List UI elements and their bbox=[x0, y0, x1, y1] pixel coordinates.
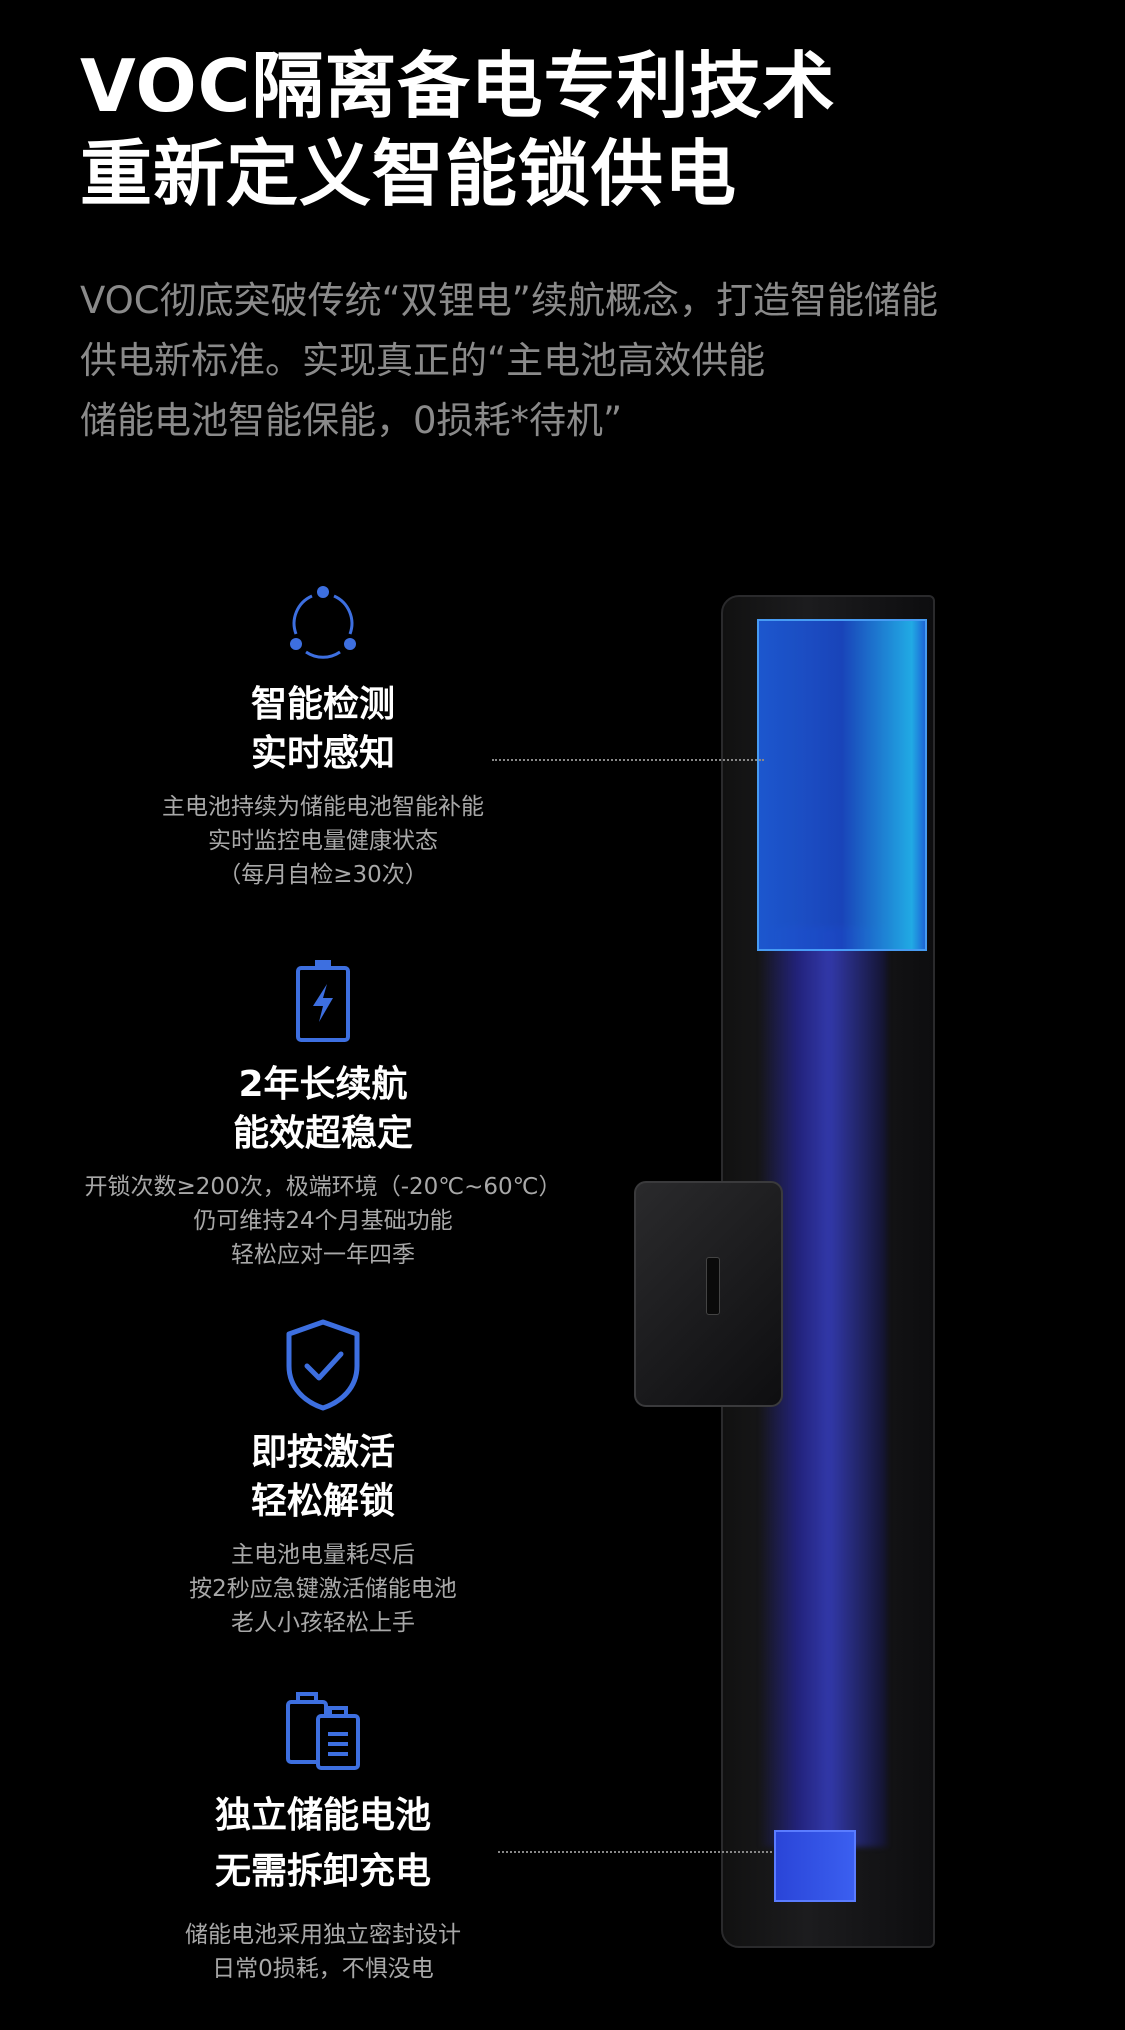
intro-line-3: 储能电池智能保能，0损耗*待机” bbox=[80, 399, 623, 442]
feature-title: 轻松解锁 bbox=[250, 1481, 395, 1522]
feature-title: 即按激活 bbox=[250, 1432, 395, 1473]
feature-smart-detection: 智能检测 实时感知 主电池持续为储能电池智能补能实时监控电量健康状态 （每月自检≥… bbox=[0, 582, 646, 892]
feature-desc: 开锁次数≥200次，极端环境（-20℃~60℃） bbox=[84, 1174, 562, 1200]
feature-desc: 仍可维持24个月基础功能 bbox=[193, 1208, 453, 1234]
headline-line-2: 重新定义智能锁供电 bbox=[80, 132, 738, 216]
feature-instant-activation: 即按激活 轻松解锁 主电池电量耗尽后按2秒应急键激活储能电池老人小孩轻松上手 bbox=[0, 1318, 646, 1640]
feature-title: 实时感知 bbox=[250, 733, 395, 774]
headline-line-1: VOC隔离备电专利技术 bbox=[80, 44, 836, 128]
pointer-line-main-battery bbox=[492, 759, 764, 761]
feature-title: 独立储能电池 bbox=[214, 1795, 431, 1836]
feature-independent-storage: 独立储能电池 无需拆卸充电 储能电池采用独立密封设计日常0损耗，不惧没电 bbox=[0, 1690, 646, 1986]
feature-desc: 老人小孩轻松上手 bbox=[231, 1610, 415, 1636]
lock-handle bbox=[634, 1181, 783, 1407]
feature-desc: 按2秒应急键激活储能电池 bbox=[189, 1576, 457, 1602]
feature-desc: （每月自检≥30次） bbox=[218, 862, 428, 888]
feature-title: 无需拆卸充电 bbox=[214, 1851, 431, 1892]
battery-bolt-icon bbox=[296, 960, 350, 1042]
feature-desc: 实时监控电量健康状态 bbox=[208, 828, 438, 854]
feature-title: 能效超稳定 bbox=[232, 1113, 413, 1154]
pointer-line-storage-battery bbox=[498, 1851, 772, 1853]
feature-title: 智能检测 bbox=[250, 684, 395, 725]
intro-line-2: 供电新标准。实现真正的“主电池高效供能 bbox=[80, 339, 766, 382]
feature-desc: 主电池持续为储能电池智能补能 bbox=[162, 794, 484, 820]
dual-battery-icon bbox=[286, 1692, 360, 1770]
smart-lock-illustration bbox=[721, 595, 935, 1948]
feature-desc: 轻松应对一年四季 bbox=[231, 1242, 415, 1268]
main-battery bbox=[757, 619, 927, 951]
cycle-dots-icon bbox=[290, 586, 356, 659]
shield-check-icon bbox=[286, 1319, 360, 1411]
feature-title: 2年长续航 bbox=[238, 1064, 408, 1105]
intro-line-1: VOC彻底突破传统“双锂电”续航概念，打造智能储能 bbox=[80, 279, 938, 322]
feature-desc: 储能电池采用独立密封设计 bbox=[185, 1922, 461, 1948]
feature-long-battery: 2年长续航 能效超稳定 开锁次数≥200次，极端环境（-20℃~60℃） 仍可维持… bbox=[0, 958, 646, 1272]
feature-desc: 主电池电量耗尽后 bbox=[231, 1542, 415, 1568]
emergency-button bbox=[706, 1257, 720, 1315]
feature-desc: 日常0损耗，不惧没电 bbox=[212, 1956, 434, 1982]
storage-battery bbox=[774, 1830, 856, 1902]
